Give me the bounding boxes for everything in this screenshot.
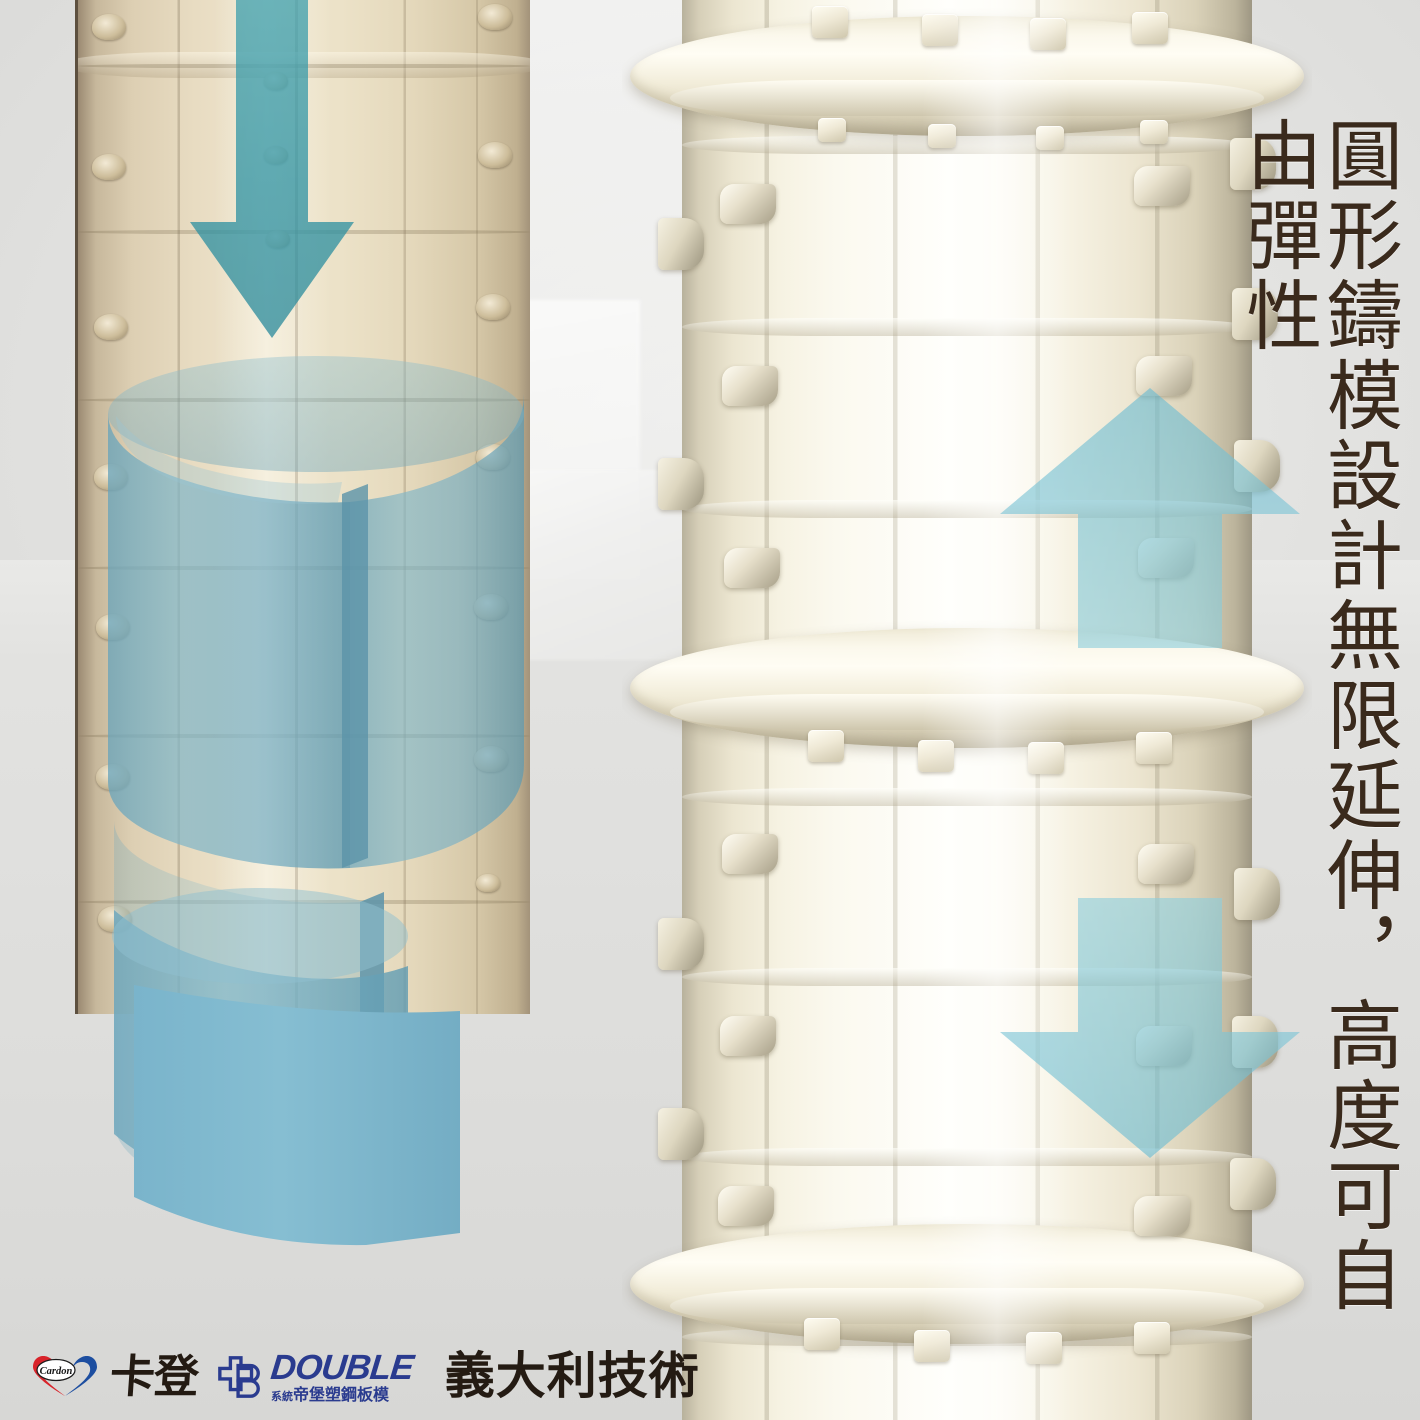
bolt-pad	[922, 14, 958, 46]
brand-footer: Cardon 卡登 DOUBLE 系統帝堡塑鋼板模 義大利技術	[0, 1332, 1420, 1420]
formwork-clip	[92, 154, 126, 180]
stack-downward-arrow-icon	[190, 0, 354, 338]
height-retract-down-arrow-icon	[1000, 898, 1300, 1158]
tie-rod-clip	[1134, 1196, 1190, 1236]
split-cylinder-ring-upper	[108, 356, 524, 869]
bolt-pad	[1134, 1322, 1170, 1354]
edge-lug	[658, 1108, 704, 1160]
tie-rod-clip	[1134, 166, 1190, 206]
tie-rod-clip	[720, 1016, 776, 1056]
tie-rod-clip	[722, 366, 778, 406]
edge-lug	[658, 918, 704, 970]
bolt-pad	[812, 6, 848, 38]
bolt-pad	[808, 730, 844, 762]
tie-rod-clip	[1136, 356, 1192, 396]
double-subtitle-prefix: 系統	[271, 1389, 294, 1403]
bolt-pad	[1140, 120, 1168, 144]
bolt-pad	[1036, 126, 1064, 150]
bolt-pad	[1136, 732, 1172, 764]
tie-rod-clip	[722, 834, 778, 874]
double-interlock-logo-icon	[218, 1355, 260, 1398]
cylinder-shell-base	[134, 985, 460, 1246]
bolt-pad	[918, 740, 954, 772]
shaft-rib	[682, 318, 1252, 336]
tie-rod-clip	[718, 1186, 774, 1226]
cardon-heart-loop-logo-icon: Cardon	[33, 1356, 97, 1396]
bolt-pad	[818, 118, 846, 142]
bolt-pad	[804, 1318, 840, 1350]
flange-collar	[630, 1224, 1304, 1344]
formwork-clip	[476, 874, 500, 892]
tagline: 義大利技術	[444, 1346, 700, 1405]
flange-lip	[670, 694, 1264, 730]
edge-lug	[658, 458, 704, 510]
cardon-wordmark: Cardon	[40, 1366, 73, 1377]
double-subtitle-main: 帝堡塑鋼板模	[293, 1384, 390, 1404]
formwork-clip	[92, 14, 126, 40]
formwork-clip	[94, 314, 128, 340]
flange-collar	[630, 16, 1304, 136]
double-subtitle: 系統帝堡塑鋼板模	[271, 1384, 390, 1404]
formwork-clip	[478, 142, 512, 168]
edge-lug	[1230, 138, 1276, 190]
tie-rod-clip	[720, 184, 776, 224]
edge-lug	[1234, 868, 1280, 920]
double-wordmark: DOUBLE	[268, 1347, 415, 1387]
double-wordmark-block: DOUBLE 系統帝堡塑鋼板模	[268, 1347, 415, 1404]
cardon-brand-lockup: Cardon 卡登	[30, 1349, 200, 1403]
bolt-pad	[1028, 742, 1064, 774]
cardon-chinese-name: 卡登	[108, 1349, 200, 1403]
tie-rod-clip	[724, 548, 780, 588]
tie-rod-clip	[1138, 844, 1194, 884]
formwork-clip	[478, 4, 512, 30]
edge-lug	[1230, 1158, 1276, 1210]
bolt-pad	[1132, 12, 1168, 44]
bolt-pad	[1030, 18, 1066, 50]
flange-lip	[670, 1288, 1264, 1324]
shaft-rib	[682, 788, 1252, 806]
edge-lug	[658, 218, 704, 270]
double-brand-lockup: DOUBLE 系統帝堡塑鋼板模	[216, 1347, 415, 1404]
flange-lip	[670, 80, 1264, 116]
right-formwork-column	[622, 0, 1312, 1420]
page-title: 圓形鑄模設計無限延伸，高度可自由彈性	[1233, 116, 1403, 1316]
bolt-pad	[928, 124, 956, 148]
edge-lug	[1232, 288, 1278, 340]
formwork-clip	[476, 294, 510, 320]
height-extend-up-arrow-icon	[1000, 388, 1300, 648]
